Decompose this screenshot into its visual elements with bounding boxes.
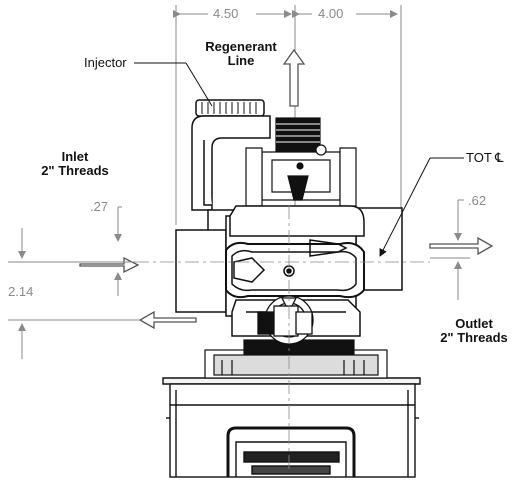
label-outlet: Outlet 2" Threads xyxy=(426,317,512,344)
regenerant-fitting xyxy=(245,117,357,207)
label-outlet-1: Outlet xyxy=(455,316,493,331)
controller-block xyxy=(204,339,388,379)
label-regenerant-line-1: Regenerant xyxy=(205,39,277,54)
dim-top-left-width: 4.50 xyxy=(213,6,239,21)
dim-inlet-outlet-drop: 2.14 xyxy=(8,284,34,299)
outlet-flow-arrow xyxy=(138,310,197,330)
centerlines xyxy=(135,205,430,470)
label-inlet-2: 2" Threads xyxy=(41,162,109,178)
label-regenerant-line: Regenerant Line xyxy=(186,40,296,67)
tot-outlet-flow-arrow xyxy=(429,236,494,256)
outlet-fitting xyxy=(257,295,314,345)
controller-base xyxy=(162,377,421,478)
label-tot-centerline: TOT ℄ xyxy=(466,150,504,165)
inlet-flow-arrow xyxy=(79,256,140,274)
label-injector: Injector xyxy=(84,55,127,70)
leader-lines xyxy=(134,62,464,257)
label-inlet: Inlet 2" Threads xyxy=(30,150,120,177)
label-outlet-2: 2" Threads xyxy=(440,329,508,345)
dim-top-right-width: 4.00 xyxy=(318,6,344,21)
regenerant-flow-arrow xyxy=(282,48,306,107)
label-regenerant-line-2: Line xyxy=(227,52,255,68)
label-inlet-1: Inlet xyxy=(61,149,89,164)
dim-inlet-offset: .27 xyxy=(90,199,109,214)
dim-outlet-offset: .62 xyxy=(468,193,487,208)
flow-arrows xyxy=(79,48,494,330)
side-dimension-lines xyxy=(8,199,470,359)
